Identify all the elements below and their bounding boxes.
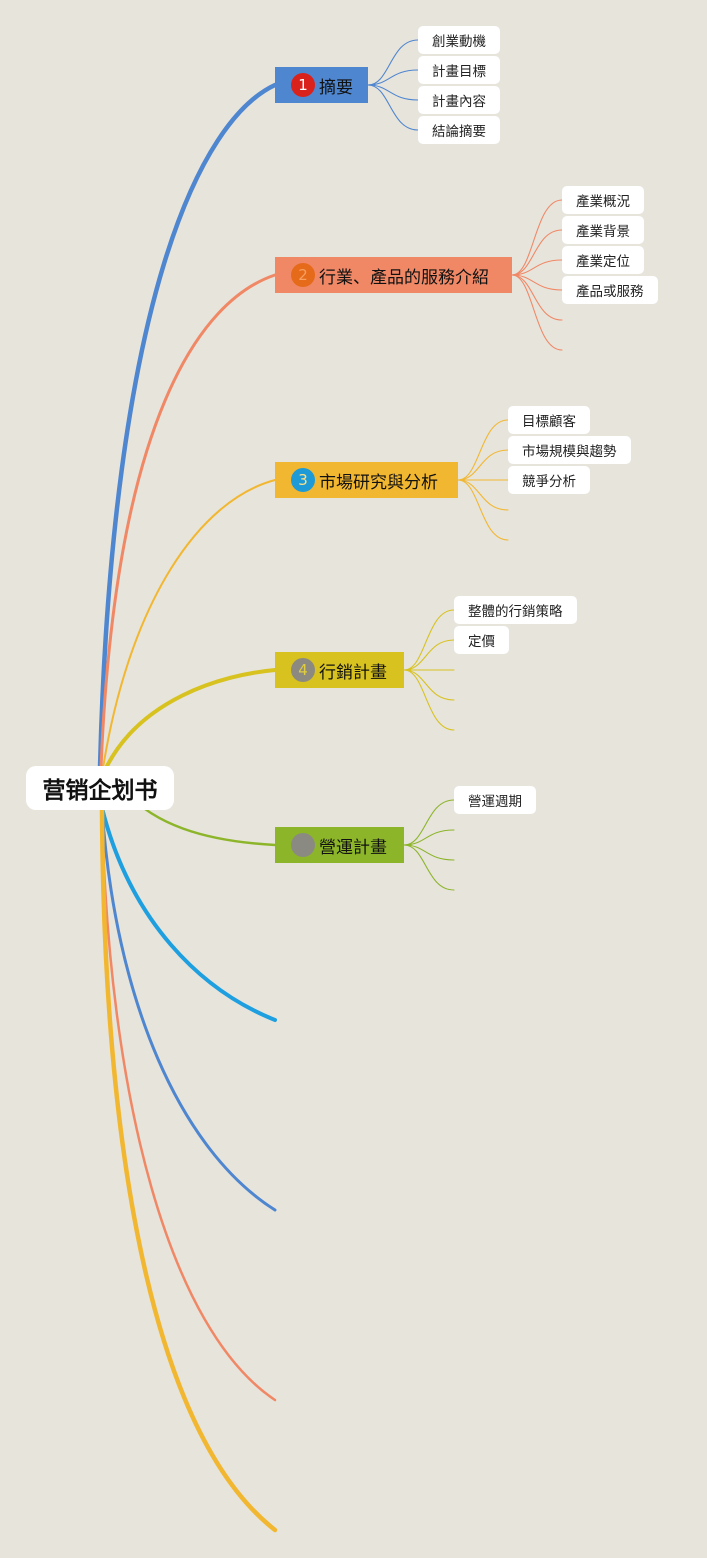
sub-connector bbox=[457, 419, 509, 481]
subtopic-product-service[interactable]: 產品或服務 bbox=[562, 276, 658, 304]
sub-connector bbox=[457, 479, 509, 511]
subtopic-industry-background[interactable]: 產業背景 bbox=[562, 216, 644, 244]
sub-connector bbox=[457, 449, 509, 481]
sub-connector bbox=[367, 69, 419, 86]
topic-label: 行業、產品的服務介紹 bbox=[319, 267, 489, 288]
subtopic-industry-overview[interactable]: 產業概況 bbox=[562, 186, 644, 214]
sub-connector bbox=[403, 799, 455, 846]
topic-marketing-plan[interactable]: 4 行銷計畫 bbox=[275, 652, 404, 688]
sub-connector bbox=[367, 84, 419, 101]
sub-connector bbox=[511, 199, 563, 276]
root-node[interactable]: 营销企划书 bbox=[26, 766, 174, 810]
sub-connector bbox=[457, 479, 509, 541]
number-badge: 2 bbox=[291, 263, 315, 287]
topic-label: 營運計畫 bbox=[319, 837, 387, 858]
empty-branch-line-2 bbox=[100, 806, 277, 1212]
number-badge: 1 bbox=[291, 73, 315, 97]
sub-connector bbox=[403, 609, 455, 671]
topic-summary[interactable]: 1 摘要 bbox=[275, 67, 368, 103]
number-badge: 4 bbox=[291, 658, 315, 682]
sub-connector bbox=[403, 844, 455, 891]
topic-industry-product[interactable]: 2 行業、產品的服務介紹 bbox=[275, 257, 512, 293]
empty-branch-line-4 bbox=[99, 805, 278, 1533]
empty-branch-line-1 bbox=[100, 806, 277, 1022]
sub-connector bbox=[403, 844, 455, 861]
subtopic-target-customer[interactable]: 目標顧客 bbox=[508, 406, 590, 434]
subtopic-pricing[interactable]: 定價 bbox=[454, 626, 509, 654]
sub-connector bbox=[403, 669, 455, 731]
branch-line-2 bbox=[99, 273, 277, 770]
subtopic-plan-goal[interactable]: 計畫目標 bbox=[418, 56, 500, 84]
subtopic-motivation[interactable]: 創業動機 bbox=[418, 26, 500, 54]
sub-connector bbox=[367, 84, 419, 131]
subtopic-competition-analysis[interactable]: 競爭分析 bbox=[508, 466, 590, 494]
sub-connector bbox=[511, 229, 563, 276]
topic-operation-plan[interactable]: 5 營運計畫 bbox=[275, 827, 404, 863]
number-badge: 5 bbox=[291, 833, 315, 857]
sub-connector bbox=[511, 274, 563, 351]
sub-connector bbox=[511, 259, 563, 276]
sub-connector bbox=[367, 39, 419, 86]
subtopic-overall-strategy[interactable]: 整體的行銷策略 bbox=[454, 596, 577, 624]
branch-line-1 bbox=[97, 82, 278, 771]
subtopic-industry-positioning[interactable]: 產業定位 bbox=[562, 246, 644, 274]
branch-line-3 bbox=[102, 479, 276, 769]
sub-connector bbox=[403, 669, 455, 701]
sub-connector bbox=[511, 274, 563, 321]
number-badge: 3 bbox=[291, 468, 315, 492]
subtopic-operating-cycle[interactable]: 營運週期 bbox=[454, 786, 536, 814]
subtopic-plan-content[interactable]: 計畫內容 bbox=[418, 86, 500, 114]
sub-connector bbox=[403, 639, 455, 671]
sub-connector bbox=[511, 274, 563, 291]
subtopic-conclusion[interactable]: 結論摘要 bbox=[418, 116, 500, 144]
branch-line-4 bbox=[104, 668, 277, 770]
topic-market-research[interactable]: 3 市場研究與分析 bbox=[275, 462, 458, 498]
topic-label: 市場研究與分析 bbox=[319, 472, 438, 493]
empty-branch-line-3 bbox=[100, 806, 277, 1402]
topic-label: 行銷計畫 bbox=[319, 662, 387, 683]
topic-label: 摘要 bbox=[319, 77, 353, 98]
subtopic-market-size-trend[interactable]: 市場規模與趨勢 bbox=[508, 436, 631, 464]
sub-connector bbox=[403, 829, 455, 846]
